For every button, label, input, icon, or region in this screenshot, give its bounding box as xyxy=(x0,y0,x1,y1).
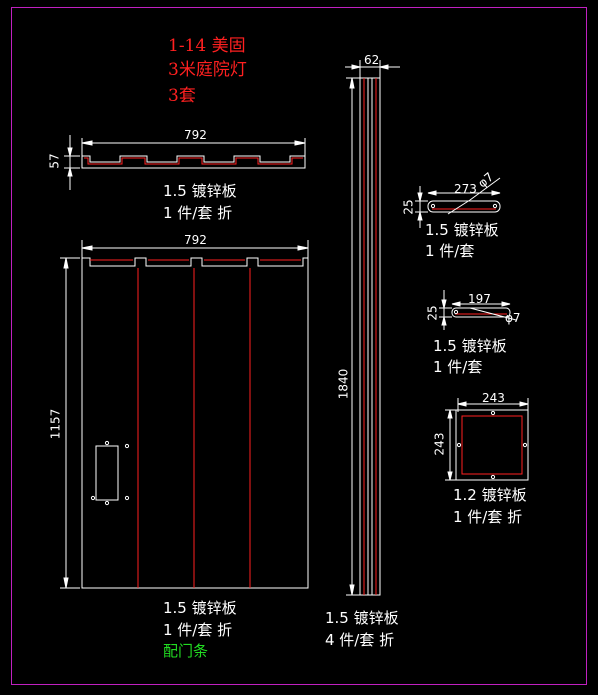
bracket-b-hole-dim: φ7 xyxy=(505,311,521,325)
bracket-b-height-dim: 25 xyxy=(425,305,440,321)
top-panel-qty: 1 件/套 折 xyxy=(163,204,233,222)
door-panel-height-dim: 1157 xyxy=(48,408,63,440)
top-panel-width-dim: 792 xyxy=(184,128,207,142)
bracket-b-qty: 1 件/套 xyxy=(433,358,483,376)
square-plate-material: 1.2 镀锌板 xyxy=(453,486,527,504)
drawing-frame xyxy=(11,7,587,685)
pole-strip-drawing xyxy=(345,60,400,596)
pole-strip-qty: 4 件/套 折 xyxy=(325,631,395,649)
square-plate-qty: 1 件/套 折 xyxy=(453,508,523,526)
pole-strip-width-dim: 62 xyxy=(364,53,380,67)
top-panel-height-dim: 57 xyxy=(47,153,62,169)
product-name: 3米庭院灯 xyxy=(168,60,247,80)
pole-strip-material: 1.5 镀锌板 xyxy=(325,609,399,627)
bracket-a-qty: 1 件/套 xyxy=(425,242,475,260)
square-plate-height-dim: 243 xyxy=(432,432,447,456)
door-panel-note: 配门条 xyxy=(163,642,209,660)
top-panel-drawing xyxy=(64,135,306,190)
bracket-a-material: 1.5 镀锌板 xyxy=(425,221,499,239)
project-title: 1-14 美固 xyxy=(168,36,246,56)
top-panel-material: 1.5 镀锌板 xyxy=(163,182,237,200)
square-plate-drawing xyxy=(445,398,529,481)
pole-strip-height-dim: 1840 xyxy=(336,368,351,400)
bracket-b-material: 1.5 镀锌板 xyxy=(433,337,507,355)
bracket-a-drawing xyxy=(415,177,501,228)
bracket-b-length-dim: 197 xyxy=(468,292,491,306)
door-panel-width-dim: 792 xyxy=(184,233,207,247)
door-panel-drawing xyxy=(60,240,309,589)
set-quantity: 3套 xyxy=(168,86,196,106)
door-panel-material: 1.5 镀锌板 xyxy=(163,599,237,617)
door-panel-qty: 1 件/套 折 xyxy=(163,621,233,639)
bracket-b-drawing xyxy=(439,290,517,330)
bracket-a-length-dim: 273 xyxy=(454,182,477,196)
square-plate-width-dim: 243 xyxy=(482,391,505,405)
bracket-a-height-dim: 25 xyxy=(401,199,416,215)
